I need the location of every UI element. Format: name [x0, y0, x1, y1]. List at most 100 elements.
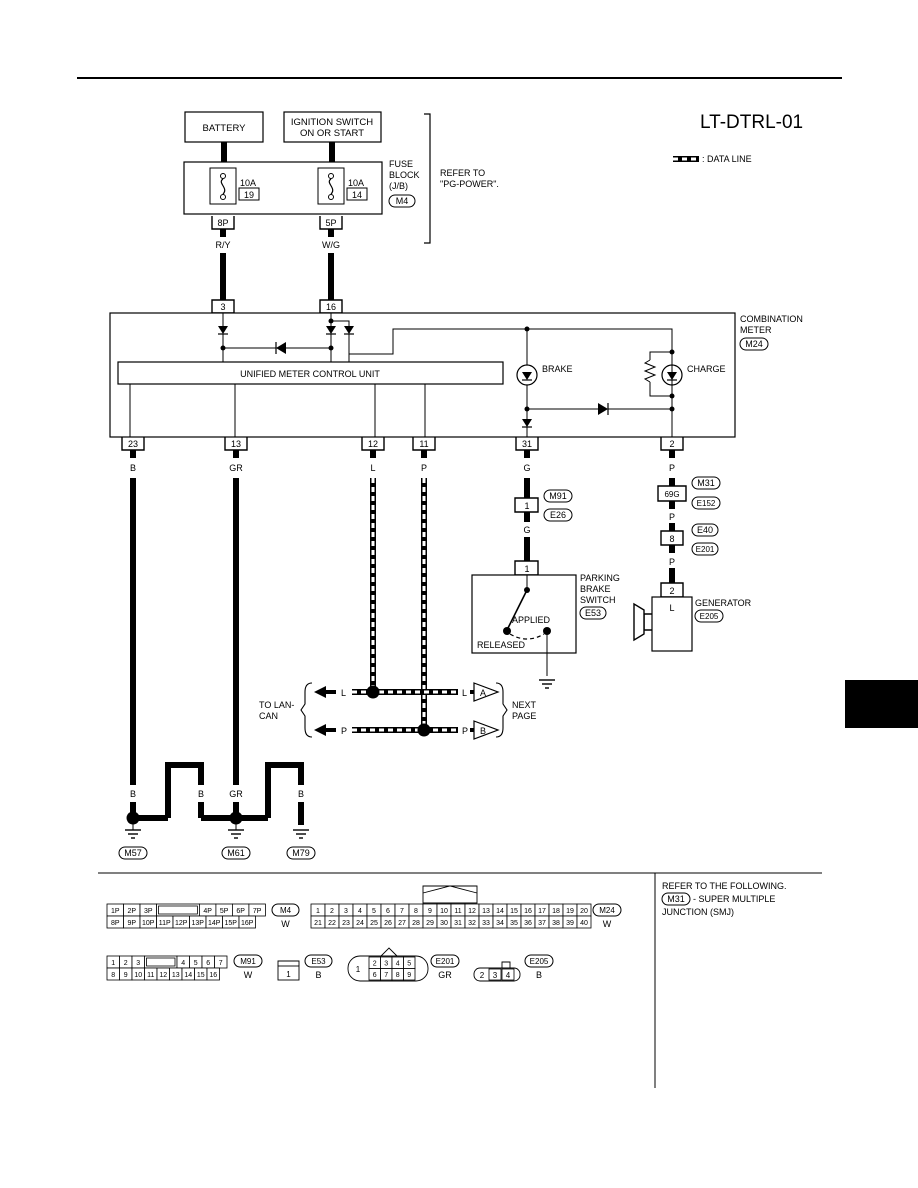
connector-pin: 12	[159, 972, 167, 979]
svg-text:L: L	[341, 688, 346, 698]
svg-text:CAN: CAN	[259, 711, 278, 721]
meter-output-term-label: 11	[419, 439, 428, 449]
connector-pin: 20	[580, 908, 588, 915]
connector-tag: E53	[311, 957, 326, 966]
refer-following-3: JUNCTION (SMJ)	[662, 907, 734, 917]
svg-text:P: P	[341, 726, 347, 736]
refer-following-2: - SUPER MULTIPLE	[693, 894, 775, 904]
refer-following-tag-box	[661, 892, 691, 906]
connector-pin: 7P	[253, 908, 262, 915]
connector-tag: M4	[280, 906, 292, 915]
meter-term-16: 16	[319, 299, 343, 314]
connector-pin: 6	[386, 908, 390, 915]
brake-lamp-label: BRAKE	[542, 364, 573, 374]
fuse-19-amp: 10A	[240, 178, 256, 188]
connector-pin: 18	[552, 908, 560, 915]
connector-pin: 1P	[111, 908, 120, 915]
connector-color: W	[244, 970, 253, 980]
meter-output-term-label: 12	[368, 439, 378, 449]
meter-output-term-2: 2P	[660, 437, 684, 473]
connector-pin: 39	[566, 920, 574, 927]
svg-text:TO LAN-: TO LAN-	[259, 700, 294, 710]
connector-tag: M24	[599, 906, 615, 915]
fuse-14-num: 14	[352, 190, 362, 200]
connector-tag: M91	[240, 957, 256, 966]
svg-text:E201: E201	[696, 545, 715, 554]
section-tab	[845, 680, 918, 728]
meter-name-1: COMBINATION	[740, 314, 803, 324]
connector-color: B	[315, 970, 321, 980]
meter-output-term-label: 2	[669, 439, 674, 449]
connector-pin: 38	[552, 920, 560, 927]
ground-tag-m61: M61	[227, 848, 245, 858]
ground-label-3: B	[198, 789, 204, 799]
svg-text:L: L	[669, 603, 674, 613]
connector-pin: 33	[482, 920, 490, 927]
meter-output-wire-label: L	[370, 463, 375, 473]
ground-tag-m79: M79	[292, 848, 310, 858]
meter-tag-box	[739, 337, 769, 351]
connector-pin: 11	[454, 908, 461, 915]
refer-following-1: REFER TO THE FOLLOWING.	[662, 881, 787, 891]
fuse-block-label-3: (J/B)	[389, 181, 408, 191]
svg-text:B: B	[480, 726, 486, 736]
connector-pin: 36	[524, 920, 532, 927]
fuse-block-label-1: FUSE	[389, 159, 413, 169]
meter-output-wire-label: P	[421, 463, 427, 473]
connector-pin: 16	[524, 908, 532, 915]
fuse-terminal-8p: 8P	[211, 216, 235, 230]
svg-text:L: L	[462, 688, 467, 698]
parking-brake-switch: 1 APPLIED RELEASED PARKING BRAKE SWITCH …	[471, 560, 620, 689]
connector-pin: 30	[440, 920, 448, 927]
connector-pin: 11	[147, 972, 154, 979]
meter-output-term-31: 31G	[515, 437, 539, 473]
refer-bracket	[424, 113, 431, 244]
connector-color: B	[536, 970, 542, 980]
connector-pin: 14P	[208, 920, 221, 927]
connector-pin: 13P	[192, 920, 205, 927]
connector-pin: 10	[440, 908, 448, 915]
connector-pin: 8	[111, 972, 115, 979]
connector-pin: 1	[111, 960, 115, 967]
ground-network: B B B GR B B M57 M61 M79	[118, 762, 316, 860]
battery-label: BATTERY	[203, 123, 247, 134]
connector-pin: 4	[506, 971, 511, 980]
connector-tag: E205	[530, 957, 549, 966]
connector-pin: 2	[480, 971, 485, 980]
wire-p-gen-1: P	[669, 512, 675, 522]
control-unit-label: UNIFIED METER CONTROL UNIT	[240, 369, 380, 379]
connector-pin: 19	[566, 908, 574, 915]
ground-label-5: B	[265, 789, 271, 799]
connector-color: GR	[438, 970, 452, 980]
connector-pin: 8P	[111, 920, 120, 927]
svg-text:16: 16	[326, 302, 336, 312]
connector-pin: 37	[538, 920, 546, 927]
refer-following-tag: M31	[667, 894, 685, 904]
meter-output-wire-label: G	[523, 463, 530, 473]
fuse-terminal-5p: 5P	[319, 216, 343, 230]
connector-pin: 13	[482, 908, 490, 915]
connector-pin: 32	[468, 920, 476, 927]
connector-pin: 31	[454, 920, 462, 927]
svg-text:E40: E40	[697, 525, 713, 535]
connector-pin: 9P	[127, 920, 136, 927]
svg-text:E205: E205	[700, 612, 719, 621]
svg-text:M91: M91	[549, 491, 567, 501]
connector-pin: 4	[358, 908, 362, 915]
ignition-label-1: IGNITION SWITCH	[291, 117, 373, 128]
connector-pin: 16P	[241, 920, 254, 927]
svg-text:3: 3	[220, 302, 225, 312]
meter-output-term-23: 23B	[121, 437, 145, 473]
connector-pin: 13	[172, 972, 180, 979]
fuse-19: 10A 19	[209, 167, 260, 205]
svg-text:1: 1	[524, 501, 529, 511]
svg-text:A: A	[480, 688, 486, 698]
fuse-19-num: 19	[244, 190, 254, 200]
connector-pin: 26	[384, 920, 392, 927]
connector-pin: 1	[356, 965, 361, 974]
connector-pin: 14	[184, 972, 192, 979]
lan-can-lines: L L A P P B TO LAN- CAN NEXT PAGE	[259, 682, 537, 740]
